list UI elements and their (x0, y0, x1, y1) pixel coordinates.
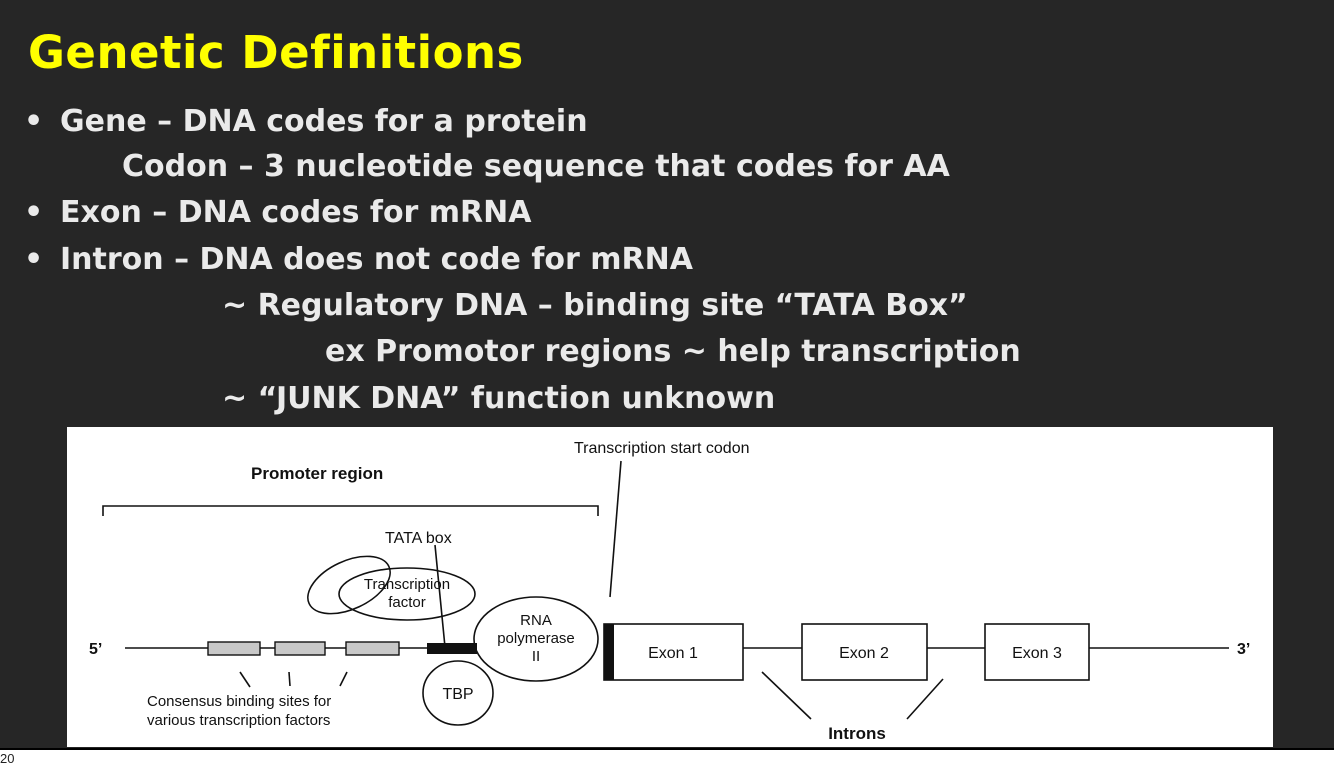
start-codon-pointer (609, 460, 622, 598)
five-prime-label: 5’ (89, 641, 102, 658)
rna-polymerase-oval (473, 596, 599, 682)
binding-site-box-2 (274, 641, 326, 656)
tbp-oval (422, 660, 494, 726)
promoter-region-label: Promoter region (251, 464, 383, 483)
exon3-box (984, 623, 1090, 681)
start-codon-bar (604, 624, 614, 680)
exon1-label: Exon 1 (648, 645, 698, 662)
intron-pointer-1 (761, 671, 812, 720)
exon3-label: Exon 3 (1012, 645, 1062, 662)
consensus-tick-3 (339, 671, 348, 687)
intron-pointer-2 (906, 678, 944, 720)
exon1-box (603, 623, 744, 681)
transcription-factor-oval-back (307, 555, 391, 615)
bullet-codon: Codon – 3 nucleotide sequence that codes… (122, 149, 950, 184)
bullet-dot: • (24, 195, 44, 230)
consensus-tick-1 (239, 671, 251, 688)
slide-number: 20 (0, 751, 15, 766)
transcription-factor-label-1: Transcription (364, 576, 450, 593)
transcription-factor-label-2: factor (388, 594, 426, 611)
bullet-exon: Exon – DNA codes for mRNA (60, 195, 532, 230)
slide: Genetic Definitions • Gene – DNA codes f… (0, 0, 1334, 750)
promoter-bracket (102, 505, 599, 516)
rna-polymerase-label-1: RNA (520, 612, 552, 629)
introns-label: Introns (828, 724, 886, 743)
transcription-start-label: Transcription start codon (574, 440, 749, 457)
exon2-box (801, 623, 928, 681)
tbp-label: TBP (442, 686, 473, 703)
transcription-factor-oval (338, 567, 476, 621)
binding-site-box-1 (207, 641, 261, 656)
binding-site-box-3 (345, 641, 400, 656)
bullet-dot: • (24, 242, 44, 277)
exon2-label: Exon 2 (839, 645, 889, 662)
three-prime-label: 3’ (1237, 641, 1250, 658)
gene-structure-diagram: Promoter region Transcription start codo… (67, 427, 1273, 747)
consensus-tick-2 (288, 671, 291, 687)
slide-title: Genetic Definitions (28, 26, 524, 79)
bullet-intron: Intron – DNA does not code for mRNA (60, 242, 693, 277)
consensus-label-2: various transcription factors (147, 712, 330, 729)
bullet-gene: Gene – DNA codes for a protein (60, 104, 588, 139)
bullet-regulatory: ~ Regulatory DNA – binding site “TATA Bo… (222, 288, 968, 323)
bullet-promotor: ex Promotor regions ~ help transcription (325, 334, 1021, 369)
gene-structure-svg: Promoter region Transcription start codo… (89, 440, 1250, 743)
rna-polymerase-label-3: II (532, 648, 540, 665)
bullet-junk: ~ “JUNK DNA” function unknown (222, 381, 776, 416)
tata-pointer (434, 544, 446, 648)
rna-polymerase-label-2: polymerase (497, 630, 575, 647)
tata-box-label: TATA box (385, 530, 452, 547)
bullet-dot: • (24, 104, 44, 139)
tata-box-bar (427, 643, 477, 654)
consensus-label-1: Consensus binding sites for (147, 693, 331, 710)
